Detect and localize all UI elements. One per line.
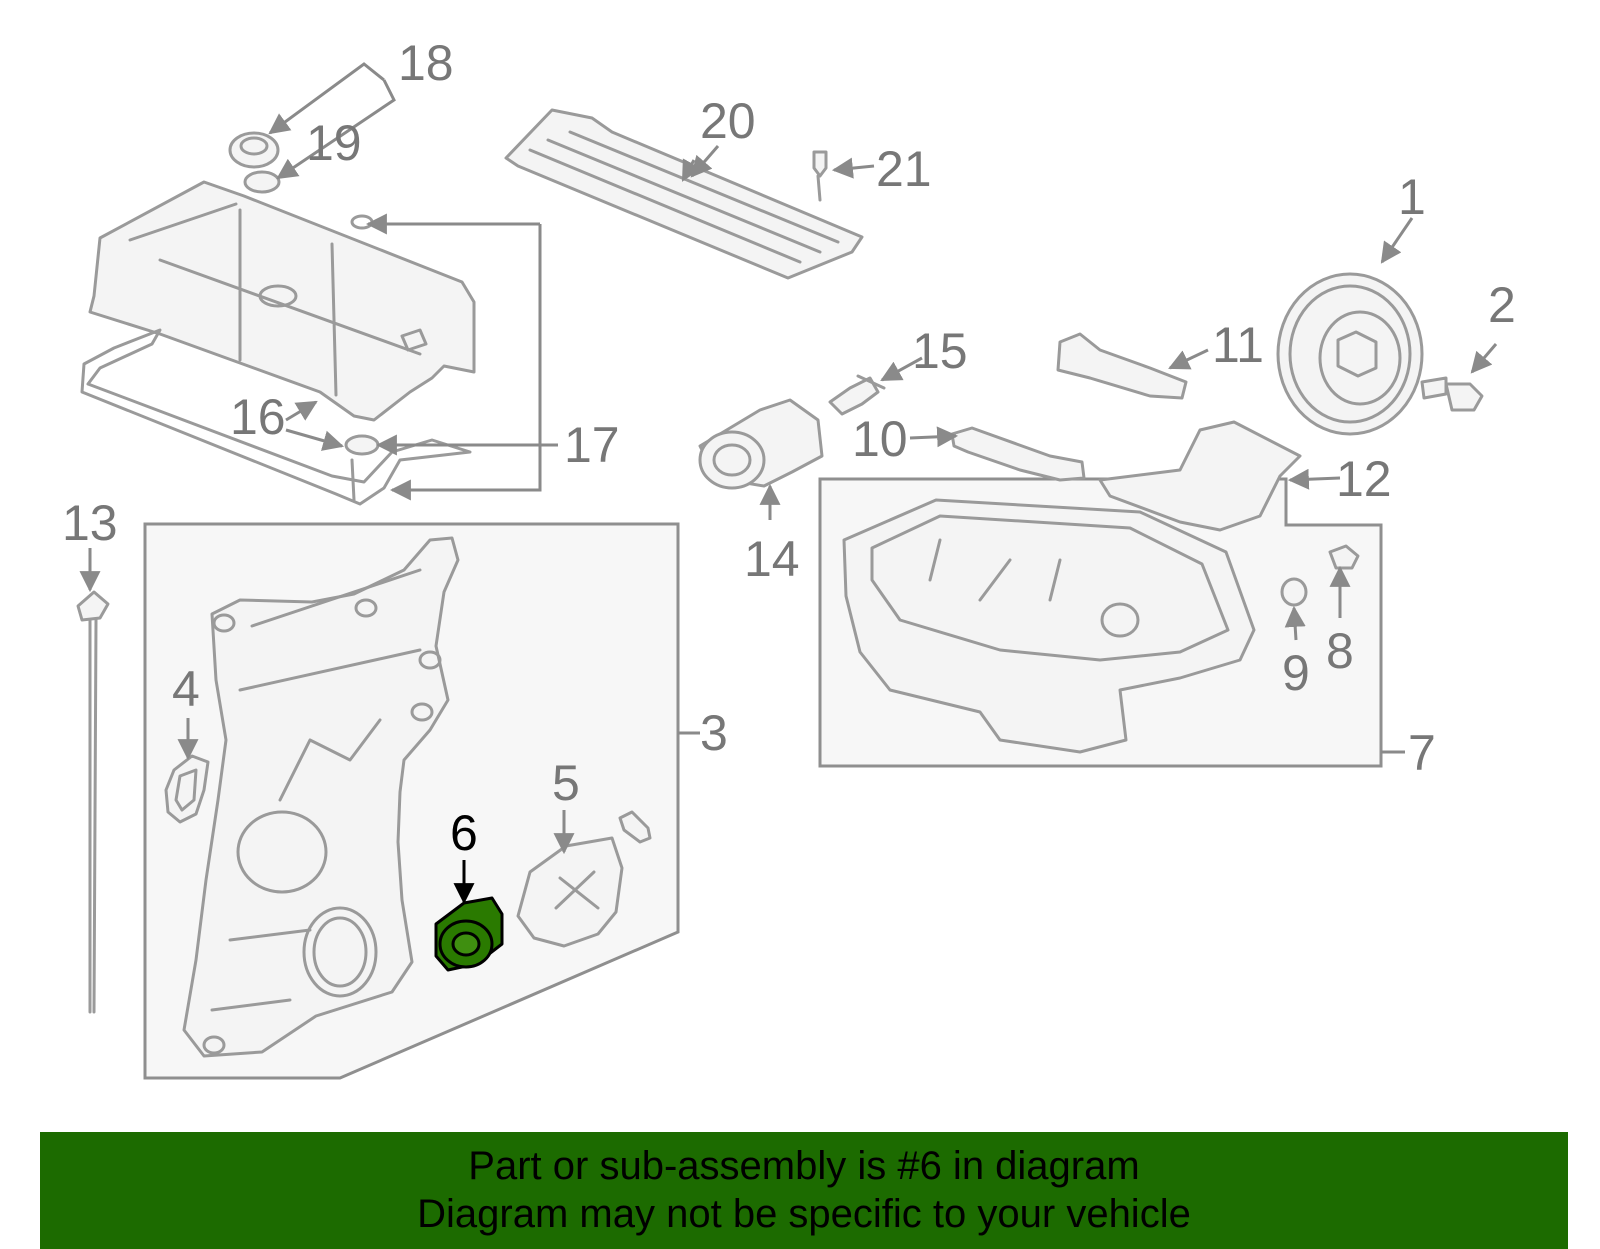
callout-18: 18	[398, 35, 454, 91]
pulley-bolt-part	[1420, 376, 1484, 412]
oil-filler-cap-part	[228, 131, 280, 169]
gasket-10-part	[950, 426, 1086, 482]
callout-13: 13	[62, 495, 118, 551]
callout-21: 21	[876, 141, 932, 197]
callout-7: 7	[1408, 725, 1436, 781]
banner-line-1: Part or sub-assembly is #6 in diagram	[468, 1144, 1140, 1188]
callout-10: 10	[852, 411, 908, 467]
valve-cover-part	[88, 180, 476, 422]
callout-19: 19	[306, 115, 362, 171]
baffle-plate-12-part	[1098, 420, 1302, 532]
callout-3: 3	[700, 705, 728, 761]
callout-2: 2	[1488, 277, 1516, 333]
callout-5: 5	[552, 755, 580, 811]
callout-6: 6	[450, 805, 478, 861]
engine-cover-part	[504, 108, 864, 280]
timing-chain-case-part	[182, 536, 460, 1058]
callout-16: 16	[230, 389, 286, 445]
grommet-17-part	[344, 434, 380, 456]
oil-pressure-sensor-part	[828, 374, 886, 416]
callout-15: 15	[912, 323, 968, 379]
washer-9-part	[1280, 577, 1308, 607]
cover-plate-5-part	[516, 810, 652, 948]
crankshaft-pulley-part	[1276, 272, 1424, 436]
callout-9: 9	[1282, 645, 1310, 701]
callout-14: 14	[744, 531, 800, 587]
callout-8: 8	[1326, 623, 1354, 679]
dipstick-part	[76, 590, 110, 1014]
callout-20: 20	[700, 93, 756, 149]
callout-1: 1	[1398, 169, 1426, 225]
oil-filter-part	[698, 398, 824, 490]
oil-seal-6-part	[434, 896, 504, 972]
bolt-21-part	[812, 150, 828, 202]
callout-11: 11	[1212, 317, 1264, 373]
callout-12: 12	[1336, 451, 1392, 507]
filler-cap-seal-part	[243, 170, 281, 194]
banner-line-2: Diagram may not be specific to your vehi…	[417, 1192, 1191, 1236]
drain-bolt-8-part	[1328, 544, 1360, 570]
callout-4: 4	[172, 661, 200, 717]
bracket-11-part	[1056, 332, 1188, 400]
info-banner: Part or sub-assembly is #6 in diagram Di…	[40, 1132, 1568, 1249]
oil-pan-part	[842, 498, 1256, 754]
callout-17: 17	[564, 417, 620, 473]
